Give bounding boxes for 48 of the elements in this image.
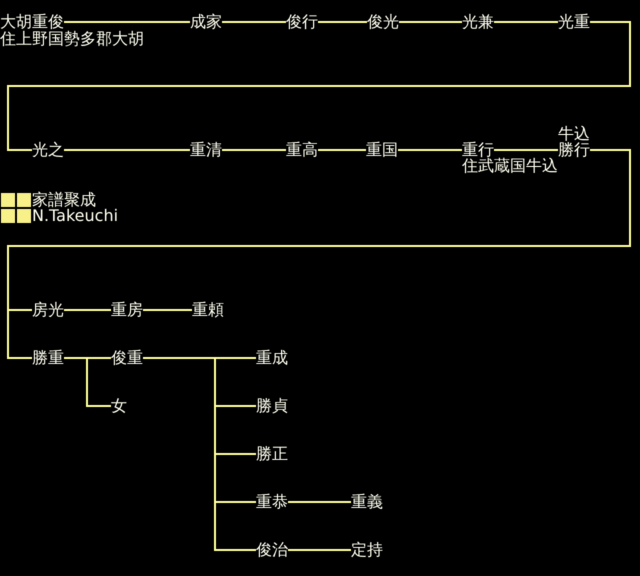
- connector-line: [222, 21, 286, 23]
- name-text: 房光: [32, 302, 64, 318]
- note-text: 住武蔵国牛込: [462, 158, 558, 174]
- name-text: 光重: [558, 14, 590, 30]
- connector-line: [7, 149, 631, 359]
- author-text: N.Takeuchi: [32, 208, 118, 224]
- name-text: 俊治: [256, 542, 288, 558]
- connector-line: [222, 149, 286, 151]
- name-text: 重恭: [256, 494, 288, 510]
- connector-line: [143, 357, 256, 551]
- name-text: 俊光: [367, 14, 399, 30]
- name-text: 重国: [366, 142, 398, 158]
- note-text: 牛込: [558, 126, 590, 142]
- name-text: 光兼: [462, 14, 494, 30]
- name-text: 俊重: [111, 350, 143, 366]
- connector-line: [64, 309, 111, 311]
- name-text: 定持: [351, 542, 383, 558]
- name-text: 重房: [111, 302, 143, 318]
- name-text: 光之: [32, 142, 64, 158]
- name-text: 重義: [351, 494, 383, 510]
- name-text: 成家: [190, 14, 222, 30]
- name-text: 重高: [286, 142, 318, 158]
- connector-line: [143, 309, 192, 311]
- connector-line: [288, 501, 351, 503]
- connector-line: [64, 357, 111, 407]
- connector-line: [64, 21, 190, 23]
- name-text: 重成: [256, 350, 288, 366]
- name-text: 勝正: [256, 446, 288, 462]
- name-text: 重行: [462, 142, 494, 158]
- connector-line: [494, 21, 558, 23]
- connector-line: [318, 21, 367, 23]
- name-text: 重頼: [192, 302, 224, 318]
- name-text: 重清: [190, 142, 222, 158]
- connector-line: [399, 21, 462, 23]
- name-text: 女: [111, 398, 127, 414]
- name-text: 勝行: [558, 142, 590, 158]
- connector-line: [7, 21, 631, 151]
- connector-line: [494, 149, 558, 151]
- connector-line: [64, 149, 190, 151]
- connector-line: [318, 149, 366, 151]
- source-text: 家譜聚成: [32, 192, 96, 208]
- name-text: 大胡重俊: [0, 14, 64, 30]
- connector-line: [288, 549, 351, 551]
- name-text: 勝重: [32, 350, 64, 366]
- connector-line: [398, 149, 462, 151]
- note-text: 住上野国勢多郡大胡: [0, 31, 144, 47]
- name-text: 勝貞: [256, 398, 288, 414]
- name-text: 俊行: [286, 14, 318, 30]
